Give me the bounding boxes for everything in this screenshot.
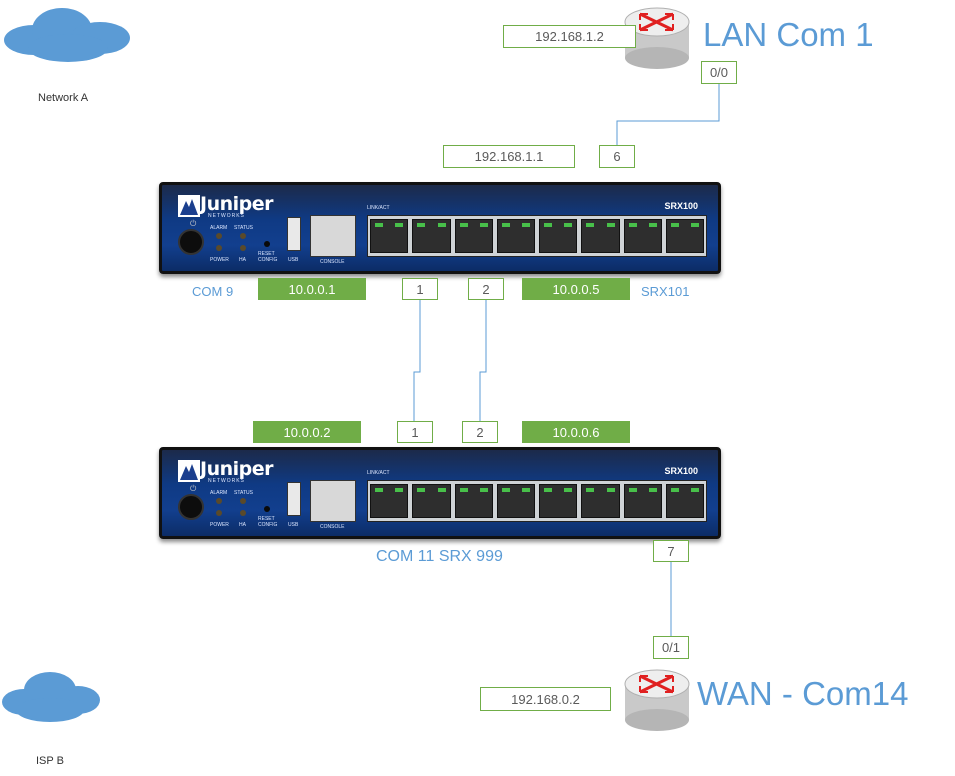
wan-router-ip: 192.168.0.2: [480, 687, 611, 711]
srx999-ip-left: 10.0.0.2: [253, 421, 361, 443]
ethernet-port: [370, 484, 409, 518]
srx999-name: COM 11 SRX 999: [376, 548, 503, 565]
srx101-link-port-2: 2: [468, 278, 504, 300]
status-led: [240, 498, 246, 504]
ethernet-port: [539, 219, 578, 253]
ha-led: [240, 510, 246, 516]
srx101-ip-left: 10.0.0.1: [258, 278, 366, 300]
srx101-uplink-ip: 192.168.1.1: [443, 145, 575, 168]
juniper-logo-icon: [178, 460, 200, 482]
power-button[interactable]: [178, 494, 204, 520]
console-label: CONSOLE: [320, 259, 345, 265]
ethernet-ports: [367, 215, 707, 257]
srx101-name-left: COM 9: [192, 284, 234, 299]
power-led: [216, 245, 222, 251]
ethernet-port: [623, 484, 662, 518]
link-lan-to-srx101: [616, 84, 720, 145]
alarm-led: [216, 233, 222, 239]
power-label: POWER: [210, 522, 229, 528]
srx999-ip-right: 10.0.0.6: [522, 421, 630, 443]
cloud-label-isp-b: ISP B: [36, 755, 64, 767]
device-brand-sub: NETWORKS: [208, 213, 245, 219]
ethernet-port: [454, 484, 493, 518]
ha-led: [240, 245, 246, 251]
device-brand-sub: NETWORKS: [208, 478, 245, 484]
device-brand: Juniper: [200, 458, 274, 480]
ethernet-port: [581, 484, 620, 518]
power-label: POWER: [210, 257, 229, 263]
device-model: SRX100: [664, 466, 698, 476]
usb-port: [287, 217, 301, 251]
console-label: CONSOLE: [320, 524, 345, 530]
ethernet-port: [665, 484, 704, 518]
reset-label: RESET CONFIG: [258, 516, 278, 528]
ethernet-port: [412, 484, 451, 518]
ha-label: HA: [239, 522, 246, 528]
reset-button[interactable]: [264, 506, 270, 512]
lan-router-title: LAN Com 1: [703, 16, 874, 53]
cloud-icon: [2, 672, 100, 722]
status-led: [240, 233, 246, 239]
ethernet-port: [496, 219, 535, 253]
power-led: [216, 510, 222, 516]
srx101-ip-right: 10.0.0.5: [522, 278, 630, 300]
status-label: STATUS: [234, 490, 253, 496]
reset-button[interactable]: [264, 241, 270, 247]
srx101-device: Juniper NETWORKS SRX100 ⏻ ALARM STATUS P…: [159, 182, 721, 274]
wan-router-port: 0/1: [653, 636, 689, 659]
usb-label: USB: [288, 257, 299, 263]
lan-router-port: 0/0: [701, 61, 737, 84]
ethernet-port: [539, 484, 578, 518]
reset-label: RESET CONFIG: [258, 251, 278, 263]
srx999-link-port-2: 2: [462, 421, 498, 443]
link-act-label: LINK/ACT: [367, 205, 390, 211]
link-act-label: LINK/ACT: [367, 470, 390, 476]
ethernet-ports: [367, 480, 707, 522]
usb-port: [287, 482, 301, 516]
status-label: STATUS: [234, 225, 253, 231]
power-symbol-icon: ⏻: [190, 219, 197, 228]
srx999-link-port-1: 1: [397, 421, 433, 443]
ha-label: HA: [239, 257, 246, 263]
link-port2: [479, 300, 487, 421]
srx101-link-port-1: 1: [402, 278, 438, 300]
console-port: [310, 215, 356, 257]
wan-router-title: WAN - Com14: [697, 675, 909, 712]
ethernet-port: [454, 219, 493, 253]
ethernet-port: [412, 219, 451, 253]
srx101-name-right: SRX101: [641, 284, 690, 299]
router-icon: [624, 669, 690, 731]
device-brand: Juniper: [200, 193, 274, 215]
alarm-label: ALARM: [210, 225, 228, 231]
console-port: [310, 480, 356, 522]
cloud-label-network-a: Network A: [38, 92, 89, 104]
power-button[interactable]: [178, 229, 204, 255]
ethernet-port: [623, 219, 662, 253]
srx101-uplink-port: 6: [599, 145, 635, 168]
ethernet-port: [665, 219, 704, 253]
ethernet-port: [370, 219, 409, 253]
cloud-icon: [4, 8, 130, 62]
power-symbol-icon: ⏻: [190, 484, 197, 493]
ethernet-port: [496, 484, 535, 518]
lan-router-ip: 192.168.1.2: [503, 25, 636, 48]
srx999-device: Juniper NETWORKS SRX100 ⏻ ALARM STATUS P…: [159, 447, 721, 539]
alarm-label: ALARM: [210, 490, 228, 496]
juniper-logo-icon: [178, 195, 200, 217]
device-model: SRX100: [664, 201, 698, 211]
srx999-wan-port: 7: [653, 540, 689, 562]
usb-label: USB: [288, 522, 299, 528]
ethernet-port: [581, 219, 620, 253]
link-port1: [413, 300, 421, 421]
alarm-led: [216, 498, 222, 504]
